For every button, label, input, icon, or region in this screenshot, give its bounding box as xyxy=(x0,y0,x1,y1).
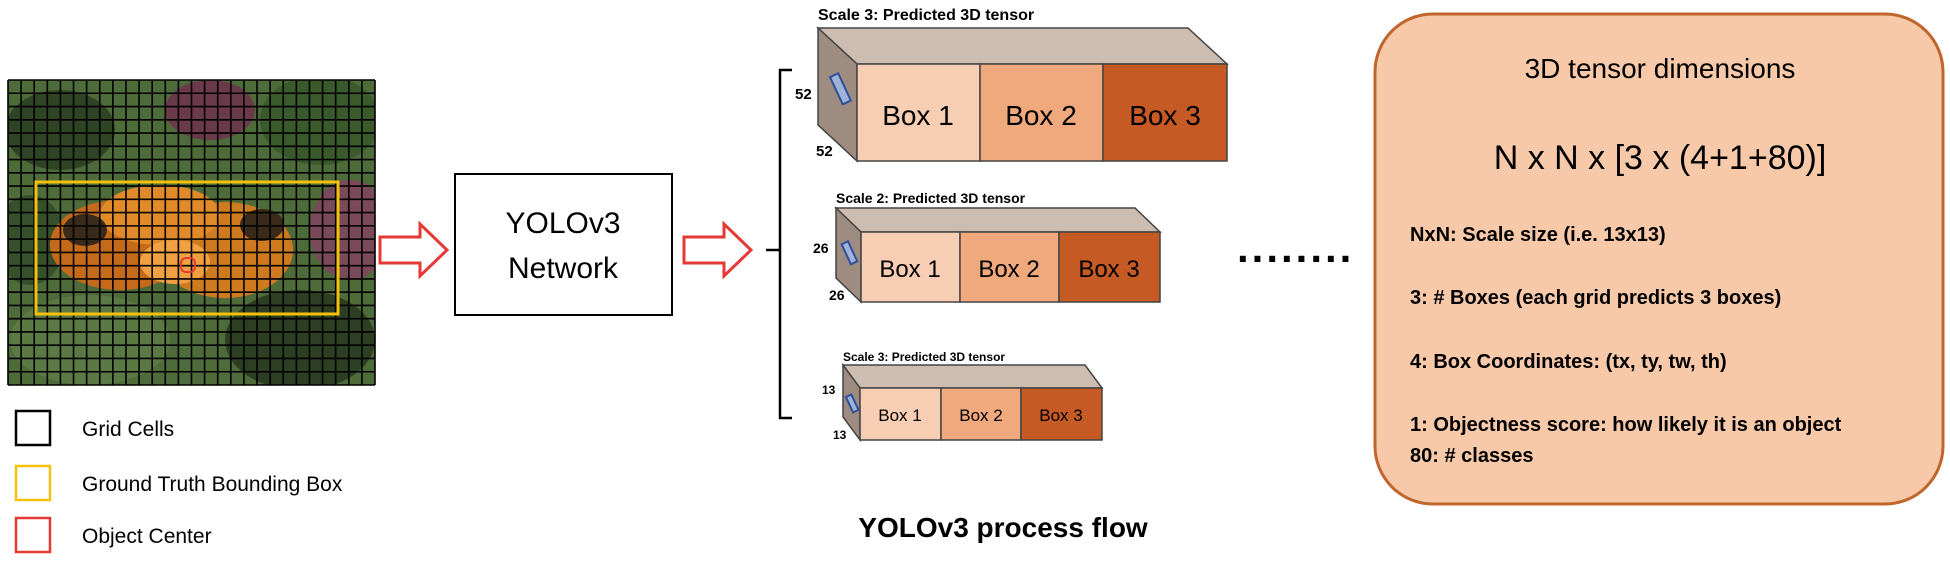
legend-swatch-object-center xyxy=(14,516,52,554)
tensor-dim-width: 26 xyxy=(829,287,845,303)
tensor-box-2 xyxy=(979,63,1104,162)
tensor-top-face xyxy=(841,364,1104,389)
tensor-box-2 xyxy=(959,231,1060,303)
legend: Grid Cells Ground Truth Bounding Box Obj… xyxy=(14,409,343,554)
predicted-tensor-scale-52: Scale 3: Predicted 3D tensor Box 1 Box 2… xyxy=(795,7,1229,163)
tensor-dim-width: 13 xyxy=(833,428,847,442)
legend-swatch-grid xyxy=(14,409,52,447)
tensor-top-face xyxy=(816,27,1229,65)
tensor-dim-height: 26 xyxy=(813,240,829,256)
tensor-box-1 xyxy=(856,63,981,162)
network-label-line1: YOLOv3 xyxy=(505,207,620,240)
tensor-title: Scale 2: Predicted 3D tensor xyxy=(836,190,1026,206)
legend-label: Grid Cells xyxy=(82,418,174,441)
anchor-cell-icon xyxy=(844,393,860,414)
tensor-box-label: Box 1 xyxy=(879,256,940,283)
photo-icon xyxy=(8,80,375,385)
panel-line-boxes: 3: # Boxes (each grid predicts 3 boxes) xyxy=(1410,287,1781,309)
tensor-box-label: Box 2 xyxy=(1005,100,1077,131)
object-center-marker xyxy=(180,257,196,273)
tensor-top-face xyxy=(834,207,1162,233)
grid-cells xyxy=(7,79,376,386)
legend-label: Ground Truth Bounding Box xyxy=(82,473,343,496)
tensor-box-label: Box 2 xyxy=(978,256,1039,283)
ground-truth-bounding-box xyxy=(34,180,340,316)
legend-item-ground-truth: Ground Truth Bounding Box xyxy=(14,464,343,502)
tensor-box-1 xyxy=(859,387,942,441)
anchor-cell-icon xyxy=(828,71,853,106)
panel-line-coordinates: 4: Box Coordinates: (tx, ty, tw, th) xyxy=(1410,351,1727,373)
panel-title: 3D tensor dimensions xyxy=(1525,53,1796,84)
panel-line-classes: 80: # classes xyxy=(1410,445,1533,467)
tensor-box-label: Box 3 xyxy=(1129,100,1201,131)
tensor-box-label: Box 1 xyxy=(882,100,954,131)
legend-swatch-ground-truth xyxy=(14,464,52,502)
right-arrow-icon xyxy=(378,220,450,280)
tensor-dimensions-panel: 3D tensor dimensions N x N x [3 x (4+1+8… xyxy=(1373,12,1945,506)
tensor-box-label: Box 2 xyxy=(959,406,1002,425)
tensor-dim-height: 13 xyxy=(822,383,836,397)
tensor-dim-width: 52 xyxy=(816,143,833,160)
tensor-box-label: Box 3 xyxy=(1039,406,1082,425)
diagram-caption: YOLOv3 process flow xyxy=(858,512,1148,543)
tensor-box-3 xyxy=(1058,231,1161,303)
panel-formula: N x N x [3 x (4+1+80)] xyxy=(1494,139,1827,177)
tensor-box-label: Box 1 xyxy=(878,406,921,425)
network-label-line2: Network xyxy=(508,252,619,285)
panel-line-scale: NxN: Scale size (i.e. 13x13) xyxy=(1410,224,1666,246)
tensor-box-3 xyxy=(1102,63,1228,162)
anchor-cell-icon xyxy=(840,240,859,266)
input-image xyxy=(7,79,376,386)
tensor-dim-height: 52 xyxy=(795,86,812,103)
right-arrow-icon xyxy=(682,220,754,280)
legend-item-object-center: Object Center xyxy=(14,516,212,554)
predicted-tensor-scale-26: Scale 2: Predicted 3D tensor Box 1 Box 2… xyxy=(813,190,1162,304)
yolov3-network-block: YOLOv3 Network xyxy=(454,173,673,316)
tensor-title: Scale 3: Predicted 3D tensor xyxy=(818,7,1034,24)
scale-bracket xyxy=(766,68,792,420)
tensor-box-3 xyxy=(1020,387,1103,441)
ellipsis: ........ xyxy=(1237,224,1354,271)
tensor-title: Scale 3: Predicted 3D tensor xyxy=(843,350,1005,364)
tensor-box-label: Box 3 xyxy=(1078,256,1139,283)
tensor-box-2 xyxy=(940,387,1022,441)
legend-item-grid-cells: Grid Cells xyxy=(14,409,174,447)
predicted-tensor-scale-13: Scale 3: Predicted 3D tensor Box 1 Box 2… xyxy=(822,350,1104,443)
panel-line-objectness: 1: Objectness score: how likely it is an… xyxy=(1410,414,1842,436)
legend-label: Object Center xyxy=(82,525,212,548)
